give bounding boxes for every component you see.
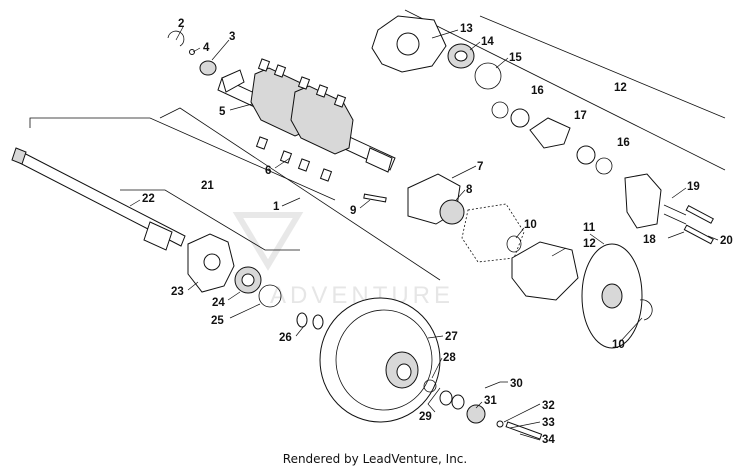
watermark: ADVENTURE: [232, 212, 450, 309]
callout-23: 23: [171, 281, 199, 298]
callout-19: 19: [671, 181, 700, 199]
callout-11: 11: [583, 222, 605, 245]
svg-text:19: 19: [687, 181, 700, 193]
callout-10-upper: 10: [515, 219, 537, 239]
callout-6: 6: [265, 157, 291, 177]
jackshaft: [11, 147, 186, 251]
svg-text:1: 1: [273, 201, 280, 213]
svg-text:16: 16: [617, 137, 630, 149]
svg-text:9: 9: [350, 205, 356, 217]
callout-21: 21: [201, 180, 214, 192]
svg-text:26: 26: [279, 332, 292, 344]
callout-25: 25: [211, 303, 261, 327]
callout-28: 28: [431, 352, 456, 379]
callout-10-lower: 10: [612, 317, 643, 351]
callout-20: 20: [707, 235, 733, 247]
svg-text:25: 25: [211, 315, 224, 327]
svg-text:2: 2: [178, 18, 184, 30]
bearing-housing-assembly: [371, 15, 714, 245]
svg-text:8: 8: [466, 184, 473, 196]
svg-text:23: 23: [171, 286, 184, 298]
svg-text:13: 13: [460, 23, 473, 35]
callout-27: 27: [427, 331, 458, 343]
svg-text:29: 29: [419, 411, 432, 423]
callout-3: 3: [211, 31, 235, 61]
svg-text:12: 12: [614, 82, 627, 94]
callout-12-upper: 12: [614, 82, 627, 94]
svg-text:20: 20: [720, 235, 733, 247]
callout-8: 8: [455, 184, 473, 201]
callout-24: 24: [212, 291, 241, 309]
callout-14: 14: [469, 36, 494, 51]
callout-labels: 1 2 3 4 5 6 7 8 9 10 10 11 12 12 13 14 1…: [129, 18, 733, 446]
drive-shaft-assembly: [217, 58, 396, 182]
callout-13: 13: [431, 23, 473, 39]
svg-text:33: 33: [542, 417, 555, 429]
callout-16-upper: 16: [531, 85, 544, 97]
svg-text:16: 16: [531, 85, 544, 97]
svg-text:31: 31: [484, 395, 497, 407]
callout-1: 1: [273, 197, 301, 213]
svg-text:6: 6: [265, 165, 271, 177]
callout-34: 34: [519, 433, 555, 446]
svg-text:34: 34: [542, 434, 555, 446]
assembly-brackets: [29, 9, 726, 281]
svg-text:24: 24: [212, 297, 225, 309]
callout-12-lower: 12: [551, 238, 596, 257]
callout-22: 22: [129, 193, 155, 207]
svg-text:3: 3: [229, 31, 235, 43]
svg-text:5: 5: [219, 106, 226, 118]
driven-clutch: [319, 297, 543, 440]
svg-text:14: 14: [481, 36, 494, 48]
svg-text:17: 17: [574, 110, 587, 122]
brake-assembly: [363, 173, 653, 349]
callout-16-lower: 16: [617, 137, 630, 149]
callout-4: 4: [192, 42, 210, 54]
callout-33: 33: [509, 417, 555, 429]
svg-text:30: 30: [510, 378, 523, 390]
callout-2: 2: [175, 18, 184, 41]
svg-text:28: 28: [443, 352, 456, 364]
callout-7: 7: [451, 161, 483, 179]
callout-32: 32: [503, 400, 555, 423]
svg-text:15: 15: [509, 52, 522, 64]
jackshaft-bearing: [187, 233, 324, 330]
svg-text:27: 27: [445, 331, 458, 343]
svg-text:18: 18: [643, 234, 656, 246]
callout-9: 9: [350, 199, 371, 217]
svg-text:11: 11: [583, 222, 596, 234]
callout-17: 17: [574, 110, 587, 122]
svg-text:21: 21: [201, 180, 214, 192]
callout-30: 30: [484, 378, 523, 390]
svg-text:10: 10: [612, 339, 625, 351]
callout-26: 26: [279, 325, 305, 344]
svg-text:4: 4: [203, 42, 210, 54]
shaft-hardware-small: [167, 30, 217, 76]
render-credit: Rendered by LeadVenture, Inc.: [282, 452, 468, 466]
svg-text:12: 12: [583, 238, 596, 250]
callout-5: 5: [219, 103, 253, 118]
callout-15: 15: [495, 52, 522, 69]
svg-text:7: 7: [477, 161, 483, 173]
callout-31: 31: [475, 395, 497, 409]
svg-text:32: 32: [542, 400, 555, 412]
svg-text:10: 10: [524, 219, 537, 231]
callout-18: 18: [643, 231, 685, 246]
callout-29: 29: [419, 387, 441, 423]
svg-text:22: 22: [142, 193, 155, 205]
